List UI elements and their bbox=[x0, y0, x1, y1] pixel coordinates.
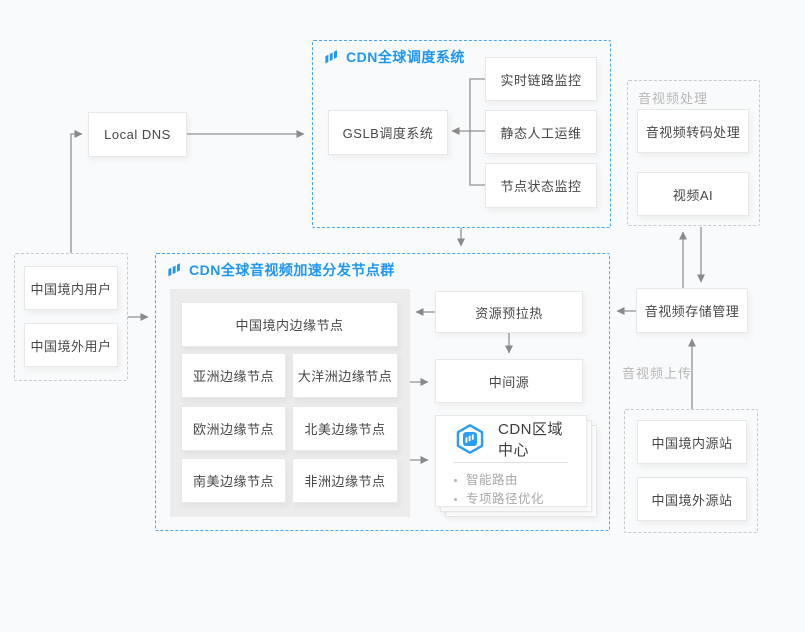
cdn-logo-icon bbox=[325, 49, 337, 63]
arrow-users-to-dns bbox=[70, 130, 83, 253]
node-overseas-origin: 中国境外源站 bbox=[637, 477, 747, 521]
node-static-manual-ops: 静态人工运维 bbox=[485, 110, 597, 154]
node-node-status-monitor: 节点状态监控 bbox=[485, 163, 597, 208]
region-center-title: CDN区域中心 bbox=[498, 421, 563, 459]
region-center-features: 智能路由 专项路径优化 bbox=[454, 462, 568, 509]
av-processing-group-title: 音视频处理 bbox=[638, 91, 709, 106]
node-overseas-users: 中国境外用户 bbox=[24, 323, 118, 367]
av-upload-label: 音视频上传 bbox=[622, 366, 693, 381]
node-north-america-edge: 北美边缘节点 bbox=[292, 406, 398, 451]
bullet-icon bbox=[454, 479, 457, 482]
node-africa-edge: 非洲边缘节点 bbox=[292, 458, 398, 503]
node-mid-source: 中间源 bbox=[435, 359, 583, 403]
node-europe-edge: 欧洲边缘节点 bbox=[181, 406, 286, 451]
bullet-icon bbox=[454, 498, 457, 501]
users-group bbox=[14, 253, 128, 381]
node-oceania-edge: 大洋洲边缘节点 bbox=[292, 353, 398, 398]
av-processing-group bbox=[627, 80, 760, 226]
node-asia-edge: 亚洲边缘节点 bbox=[181, 353, 286, 398]
edge-node-group bbox=[155, 253, 610, 531]
feature-path-optimization: 专项路径优化 bbox=[466, 492, 545, 506]
node-china-users: 中国境内用户 bbox=[24, 266, 118, 310]
node-local-dns: Local DNS bbox=[88, 112, 187, 157]
node-realtime-link-monitor: 实时链路监控 bbox=[485, 57, 597, 101]
hexagon-cdn-icon bbox=[456, 424, 484, 454]
feature-smart-routing: 智能路由 bbox=[466, 473, 519, 487]
node-china-edge: 中国境内边缘节点 bbox=[181, 302, 398, 347]
origin-group bbox=[624, 409, 758, 533]
cdn-logo-icon bbox=[168, 262, 180, 276]
node-south-america-edge: 南美边缘节点 bbox=[181, 458, 286, 503]
node-av-storage: 音视频存储管理 bbox=[636, 288, 748, 333]
node-prefetch: 资源预拉热 bbox=[435, 291, 583, 333]
scheduling-group bbox=[312, 40, 611, 228]
node-av-transcoding: 音视频转码处理 bbox=[637, 109, 749, 153]
node-region-center: CDN区域中心 智能路由 专项路径优化 bbox=[435, 415, 587, 507]
node-china-origin: 中国境内源站 bbox=[637, 420, 747, 464]
node-video-ai: 视频AI bbox=[637, 172, 749, 216]
scheduling-group-title: CDN全球调度系统 bbox=[346, 49, 465, 65]
node-gslb: GSLB调度系统 bbox=[328, 110, 448, 155]
edge-node-group-title: CDN全球音视频加速分发节点群 bbox=[189, 262, 395, 278]
